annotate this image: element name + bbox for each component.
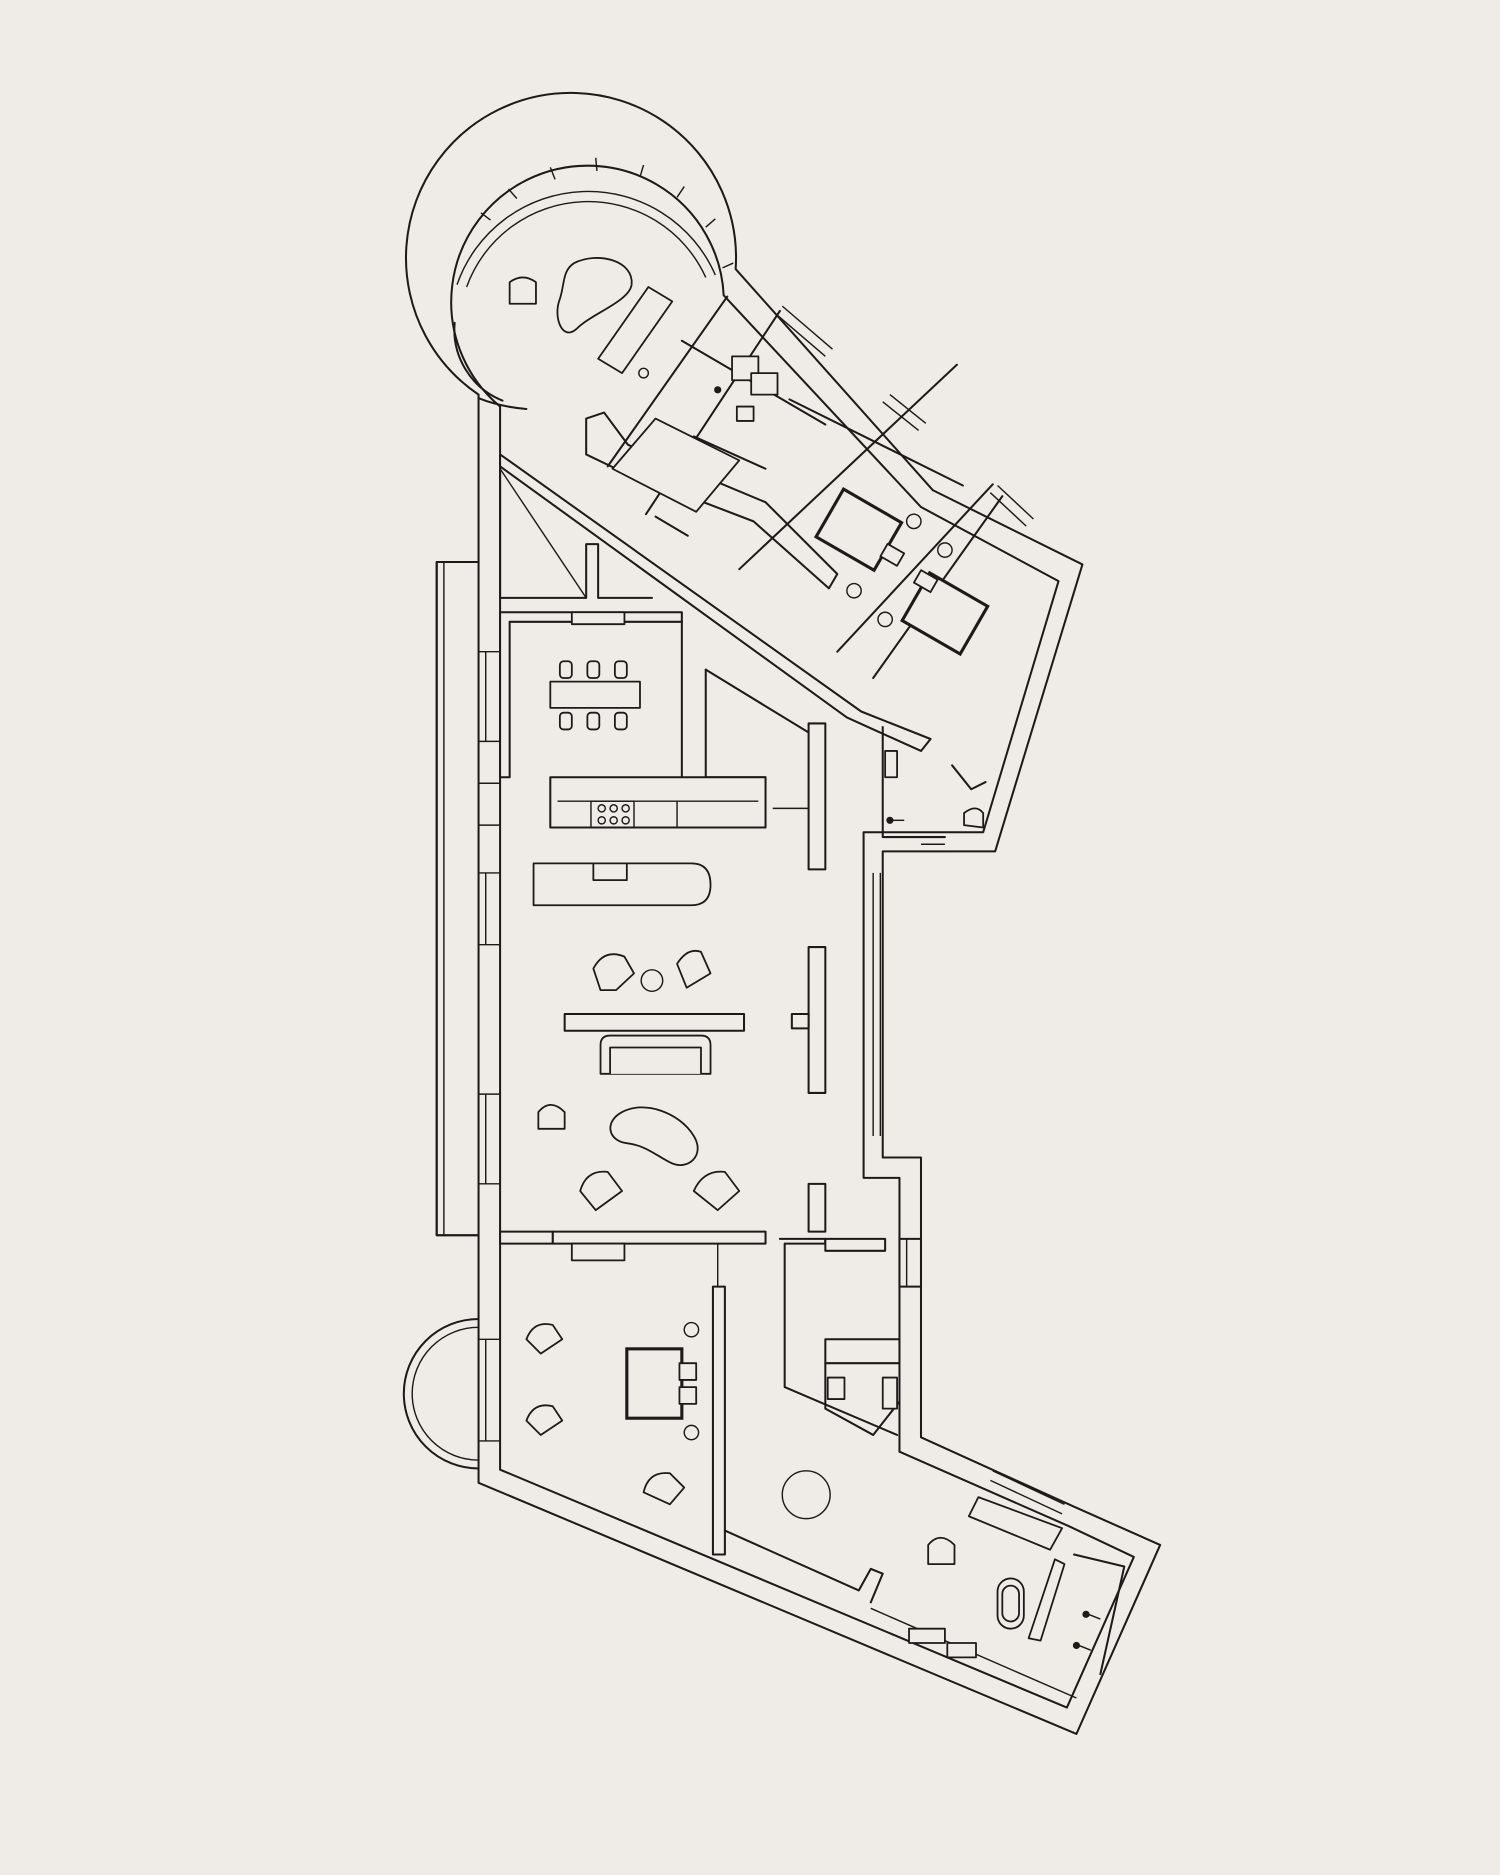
ne-room-fixtures (611, 355, 990, 657)
ne-bathroom (881, 726, 987, 853)
south-furniture (525, 1321, 1126, 1676)
round-tower (453, 157, 734, 410)
dining-room (549, 611, 641, 731)
outer-walls (404, 91, 1162, 1735)
living-furniture (537, 949, 767, 1262)
kitchen (532, 776, 814, 907)
west-balcony (435, 561, 501, 1237)
south-walls (499, 1230, 1077, 1699)
tower-furniture (508, 257, 674, 379)
living-walls (563, 722, 882, 1233)
bay-window (402, 1317, 501, 1470)
